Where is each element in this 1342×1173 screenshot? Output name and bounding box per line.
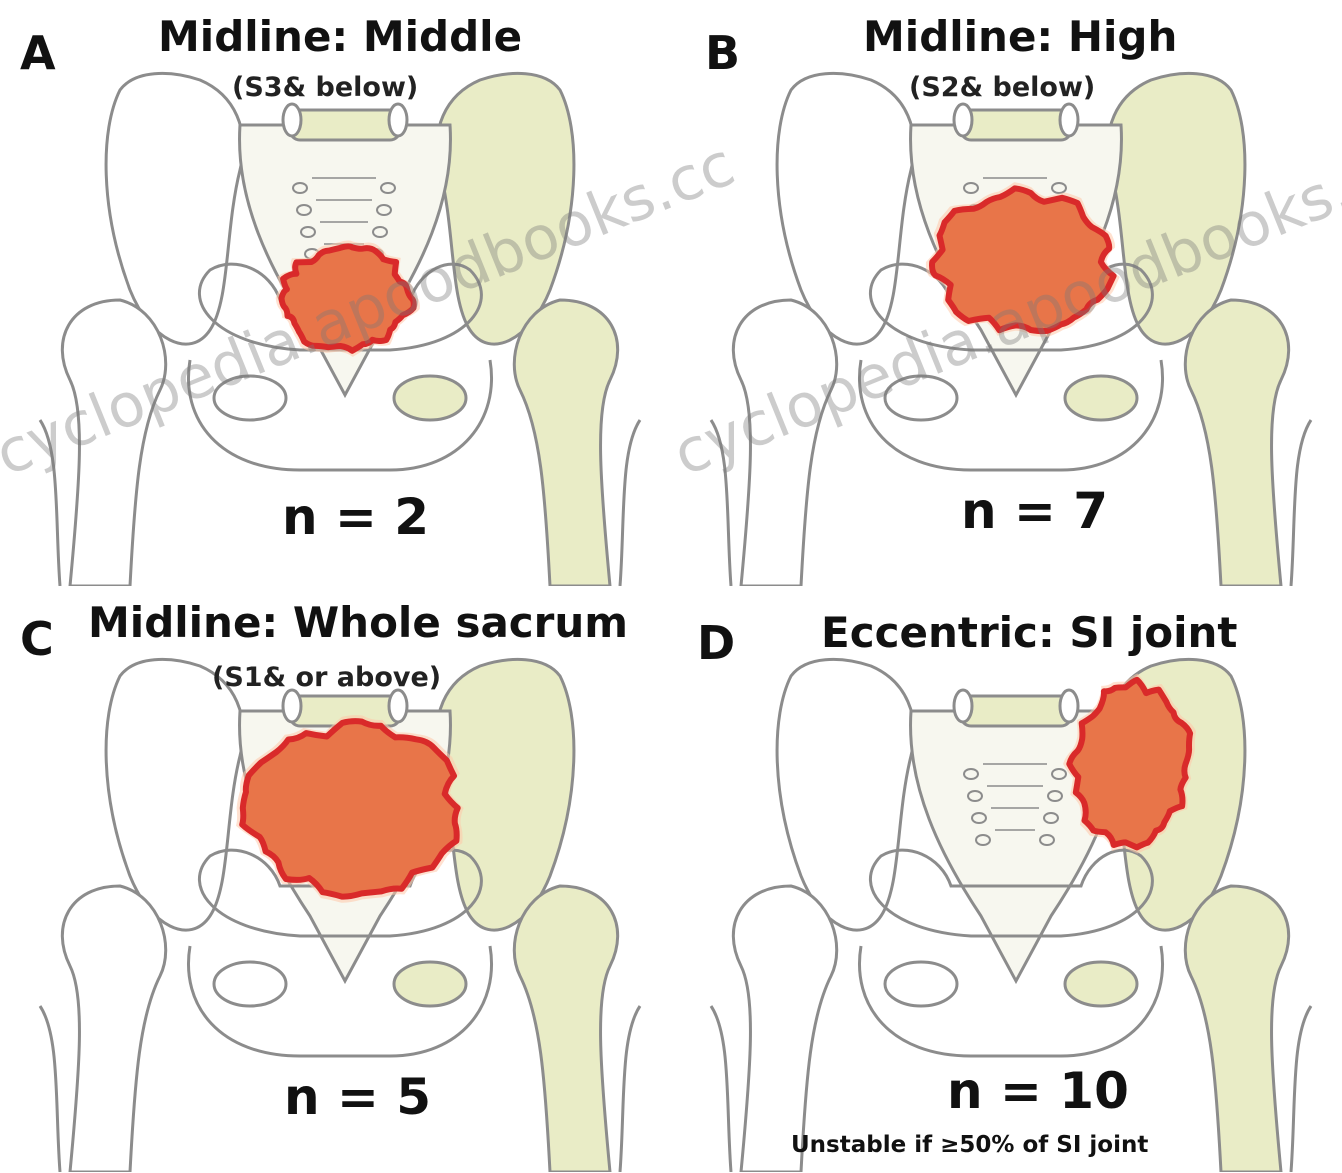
outer-contour-right [1291, 420, 1311, 586]
panel-c: C Midline: Whole sacrum (S1& or above) n… [0, 586, 671, 1172]
lumbar-vertebra [961, 696, 1071, 726]
left-femur [62, 300, 165, 586]
left-femur [62, 886, 165, 1172]
facet-left [954, 690, 972, 722]
right-femur [514, 886, 617, 1172]
outer-contour-right [620, 420, 640, 586]
panel-title: Midline: Middle [158, 12, 522, 61]
obturator-left [885, 962, 957, 1006]
case-count: n = 7 [961, 482, 1108, 540]
outer-contour-left [711, 420, 731, 586]
panel-title: Midline: High [863, 12, 1177, 61]
panel-subtitle: (S2& below) [909, 72, 1095, 103]
panel-title: Eccentric: SI joint [821, 608, 1238, 657]
right-femur [1185, 300, 1288, 586]
panel-d: D Eccentric: SI joint n = 10 Unstable if… [671, 586, 1342, 1172]
panel-letter: C [20, 612, 54, 666]
tumor-lesion [282, 246, 414, 350]
obturator-right [1065, 962, 1137, 1006]
left-femur [733, 300, 836, 586]
right-femur [1185, 886, 1288, 1172]
outer-contour-left [40, 1006, 60, 1172]
case-count: n = 10 [947, 1062, 1129, 1120]
obturator-right [394, 962, 466, 1006]
facet-left [283, 104, 301, 136]
outer-contour-right [620, 1006, 640, 1172]
case-count: n = 2 [282, 488, 429, 546]
lumbar-vertebra [961, 110, 1071, 140]
panel-letter: B [705, 26, 740, 80]
obturator-right [1065, 376, 1137, 420]
outer-contour-left [40, 420, 60, 586]
panel-subtitle: (S1& or above) [212, 662, 441, 693]
facet-right [1060, 690, 1078, 722]
facet-right [389, 690, 407, 722]
stability-note: Unstable if ≥50% of SI joint [791, 1132, 1148, 1158]
left-femur [733, 886, 836, 1172]
obturator-left [885, 376, 957, 420]
outer-contour-left [711, 1006, 731, 1172]
panel-letter: D [697, 616, 735, 670]
outer-contour-right [1291, 1006, 1311, 1172]
panel-subtitle: (S3& below) [232, 72, 418, 103]
facet-left [954, 104, 972, 136]
panel-b: B Midline: High (S2& below) n = 7 [671, 0, 1342, 586]
case-count: n = 5 [284, 1068, 431, 1126]
right-femur [514, 300, 617, 586]
obturator-left [214, 376, 286, 420]
obturator-left [214, 962, 286, 1006]
lumbar-vertebra [290, 110, 400, 140]
facet-right [1060, 104, 1078, 136]
panel-title: Midline: Whole sacrum [88, 598, 628, 647]
panel-a: A Midline: Middle (S3& below) n = 2 [0, 0, 671, 586]
facet-left [283, 690, 301, 722]
panel-letter: A [20, 26, 56, 80]
obturator-right [394, 376, 466, 420]
facet-right [389, 104, 407, 136]
